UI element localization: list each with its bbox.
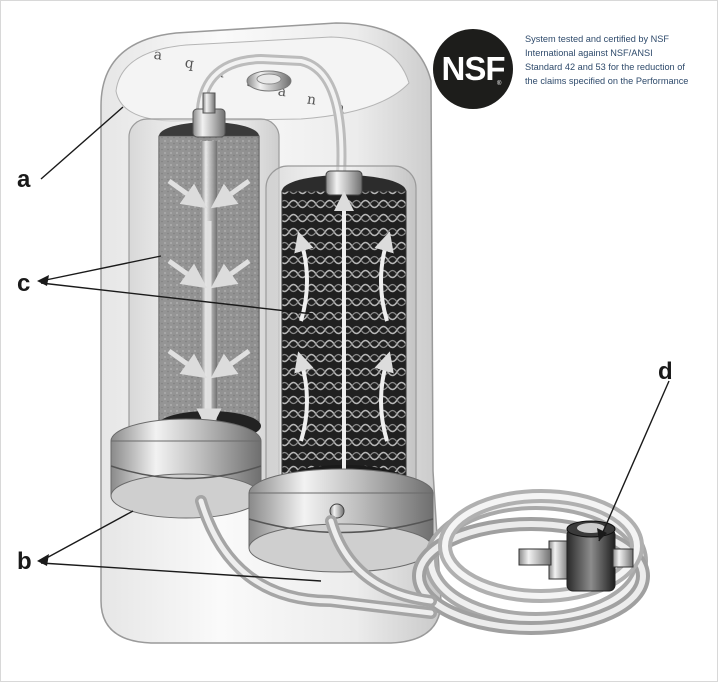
- label-a: a: [17, 166, 31, 193]
- hose-coils: [195, 489, 650, 635]
- brand-letter: q: [184, 55, 195, 72]
- label-d: d: [658, 358, 673, 385]
- registered-mark: ®: [497, 81, 502, 87]
- certification-text: System tested and certified by NSF Inter…: [525, 32, 715, 88]
- certification-line: System tested and certified by NSF: [525, 34, 669, 44]
- brand-letter: a: [153, 47, 164, 64]
- certification-line: Standard 42 and 53 for the reduction of: [525, 62, 685, 72]
- label-b: b: [17, 548, 32, 575]
- nsf-logo: NSF ®: [433, 29, 513, 109]
- certification-line: the claims specified on the Performance: [525, 76, 689, 86]
- brand-letter: n: [306, 91, 317, 108]
- callout-arrowheads: [37, 275, 607, 566]
- callout-lines: [40, 106, 670, 582]
- flow-arrows-left: [167, 178, 251, 434]
- brand-letter: a: [277, 83, 288, 100]
- left-base-rings: [110, 418, 262, 519]
- diverter-valve: [518, 520, 634, 592]
- nsf-logo-text: NSF: [441, 50, 506, 87]
- label-c: c: [17, 270, 30, 297]
- certification-line: International against NSF/ANSI: [525, 48, 653, 58]
